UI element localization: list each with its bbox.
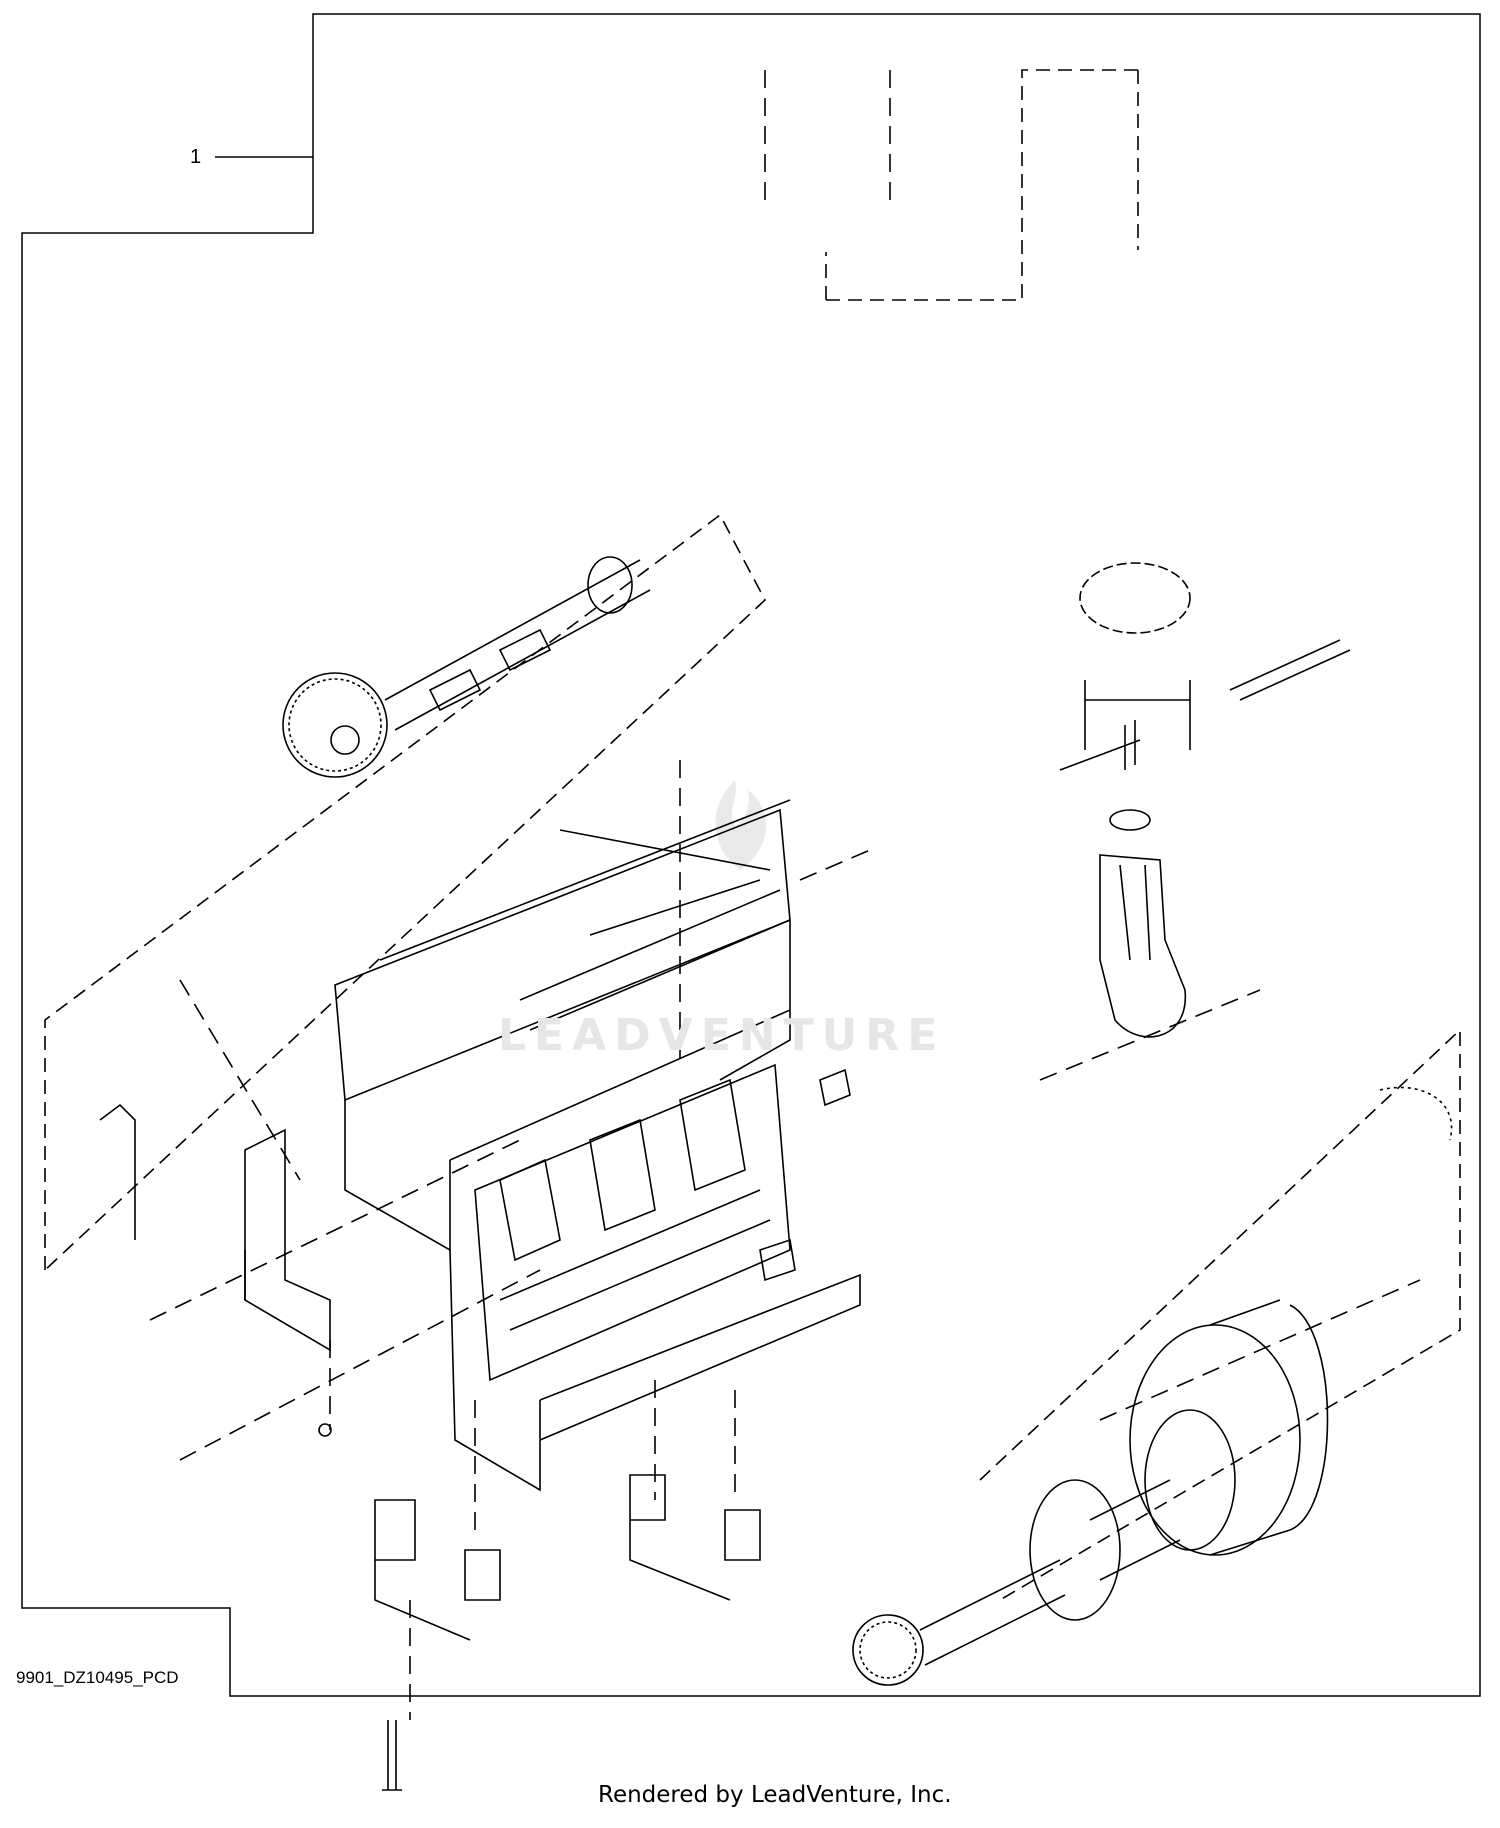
camshaft-dashed-region: [44, 513, 766, 1271]
frame-border: [21, 13, 1481, 1697]
watermark-text: LEADVENTURE: [498, 1010, 946, 1061]
footer-credit: Rendered by LeadVenture, Inc.: [598, 1782, 952, 1808]
guide-lines: [149, 70, 1421, 1720]
callout-label-1: 1: [190, 146, 202, 168]
camshaft-assembly: [282, 556, 651, 778]
bearing-caps: [99, 1068, 851, 1437]
crankshaft-dashed-region: [979, 1028, 1461, 1601]
connecting-rod: [1099, 809, 1186, 1038]
crankshaft: [852, 1299, 1329, 1686]
bolt-part: [382, 1720, 402, 1791]
figure-code: 9901_DZ10495_PCD: [16, 1668, 179, 1687]
piston-dashed-region: [825, 69, 1139, 301]
seal-ring: [1379, 1086, 1453, 1141]
engine-block: [244, 799, 861, 1641]
piston-assembly: [1059, 562, 1351, 771]
